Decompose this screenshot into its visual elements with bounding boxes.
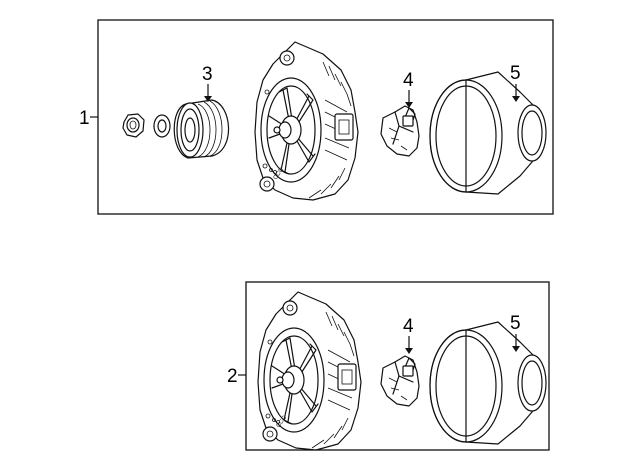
callout-regulator-bottom: 4 [403, 316, 414, 337]
regulator-part-top [380, 105, 420, 157]
pulley-part [173, 99, 230, 159]
nut-part [122, 113, 145, 138]
cover-arrow-top [512, 96, 520, 102]
pulley-arrow [204, 96, 212, 102]
cover-part-bottom [429, 321, 547, 445]
assembly-2-frame [245, 281, 550, 451]
cover-arrow-bottom [512, 346, 520, 352]
callout-pulley: 3 [202, 64, 213, 85]
callout-regulator-top: 4 [403, 70, 414, 91]
callout-cover-bottom: 5 [510, 313, 521, 334]
callout-assembly-2: 2 [227, 366, 238, 387]
regulator-arrow-bottom [405, 348, 413, 354]
alternator-part-top [254, 41, 359, 201]
callout-cover-top: 5 [510, 63, 521, 84]
alternator-part-bottom [257, 291, 362, 451]
washer-part [153, 114, 171, 138]
regulator-part-bottom [380, 355, 420, 407]
regulator-arrow-top [405, 102, 413, 108]
cover-part-top [429, 71, 547, 195]
callout-assembly-1: 1 [79, 108, 90, 129]
